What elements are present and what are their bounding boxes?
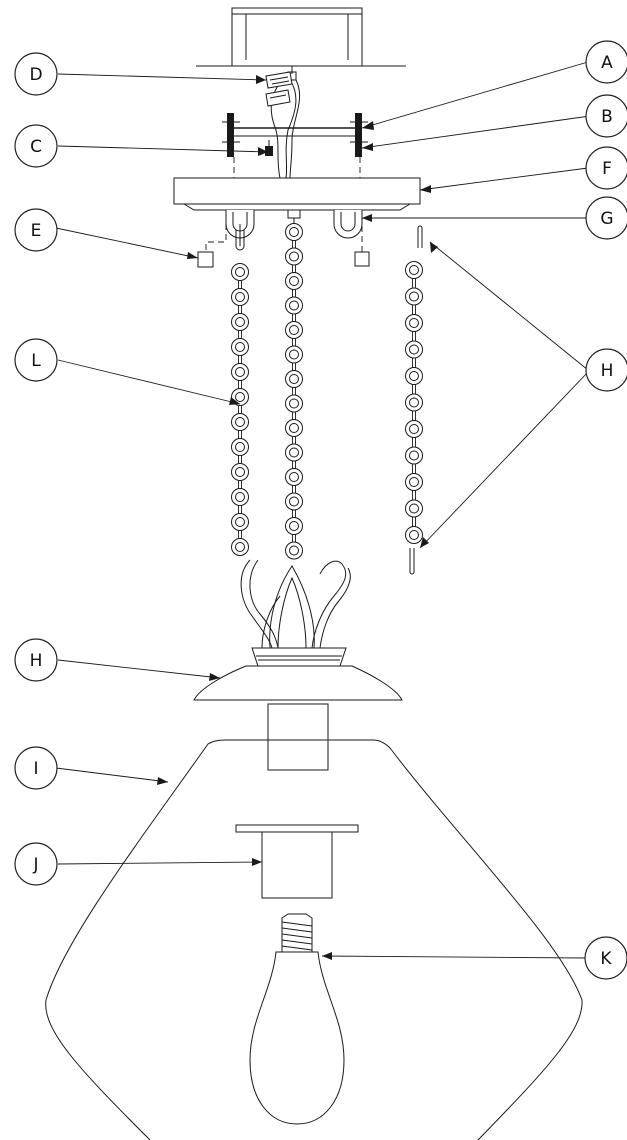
chain-right-spare xyxy=(405,261,423,544)
chain-link xyxy=(285,468,303,494)
ceiling-junction-box xyxy=(196,7,406,67)
chain-link xyxy=(231,288,249,314)
chain-left xyxy=(231,263,249,556)
socket-housing xyxy=(267,703,329,771)
chain-link xyxy=(405,473,423,501)
leader-lines xyxy=(55,61,591,959)
chain-link xyxy=(405,261,423,289)
canopy xyxy=(173,177,421,211)
chain-link xyxy=(285,492,303,518)
callout-B: B xyxy=(585,94,627,138)
chain-link xyxy=(405,314,423,342)
callout-label-F: F xyxy=(602,159,612,179)
callout-A: A xyxy=(585,40,627,84)
callout-L: L xyxy=(14,338,58,382)
chain-link xyxy=(285,394,303,420)
callout-label-I: I xyxy=(33,759,38,779)
callout-H-right: H xyxy=(585,348,627,392)
wire-loops xyxy=(240,559,351,649)
callout-K: K xyxy=(584,936,627,980)
callout-label-G: G xyxy=(600,209,613,229)
chain-link xyxy=(231,513,249,539)
shade-cap xyxy=(193,665,403,701)
callout-J: J xyxy=(14,842,58,886)
chain-link xyxy=(231,313,249,339)
callout-label-E: E xyxy=(31,221,42,241)
chain-link xyxy=(285,272,303,298)
chain-link xyxy=(231,413,249,439)
callout-label-K: K xyxy=(600,949,612,969)
chain-link xyxy=(405,340,423,368)
callout-label-H-right: H xyxy=(601,361,614,381)
chain-link xyxy=(405,446,423,474)
callout-label-L: L xyxy=(31,351,41,371)
chain-link xyxy=(285,370,303,396)
chain-link xyxy=(285,541,303,560)
chain-link xyxy=(285,345,303,371)
callout-label-J: J xyxy=(32,855,38,875)
arrowheads xyxy=(157,75,438,960)
chain-link xyxy=(231,263,249,289)
mounting-crossbar xyxy=(222,113,368,157)
chain-link xyxy=(405,367,423,395)
callout-label-B: B xyxy=(601,107,613,127)
chain-link xyxy=(285,296,303,322)
chain-link xyxy=(285,321,303,347)
loop-collar xyxy=(251,647,347,667)
chain-link xyxy=(285,247,303,273)
callout-I: I xyxy=(14,746,58,790)
wire-connectors xyxy=(265,71,293,107)
light-bulb xyxy=(249,913,345,1125)
chain-link xyxy=(285,517,303,543)
callout-label-D: D xyxy=(29,65,42,85)
chain-link xyxy=(285,223,303,249)
chain-link xyxy=(231,463,249,489)
chain-link xyxy=(405,287,423,315)
chain-link xyxy=(231,538,249,556)
callout-label-A: A xyxy=(601,53,613,73)
chain-link xyxy=(405,526,423,544)
callout-E: E xyxy=(14,208,58,252)
chain-link xyxy=(285,443,303,469)
callout-C: C xyxy=(14,124,58,168)
callout-F: F xyxy=(585,146,627,190)
callout-G: G xyxy=(585,196,627,240)
chain-link xyxy=(405,393,423,421)
chain-link xyxy=(231,338,249,364)
chain-link xyxy=(231,363,249,389)
chain-middle xyxy=(285,223,303,560)
chain-link xyxy=(285,419,303,445)
callout-label-C: C xyxy=(30,137,42,157)
chain-link xyxy=(231,488,249,514)
callout-H-left: H xyxy=(14,638,58,682)
callout-label-H-left: H xyxy=(30,651,43,671)
chain-link xyxy=(405,420,423,448)
glass-shade xyxy=(45,739,583,1140)
callout-D: D xyxy=(14,52,58,96)
chain-link xyxy=(405,499,423,527)
socket-ring xyxy=(235,824,359,899)
chain-link xyxy=(231,438,249,464)
ground-screw xyxy=(265,140,273,156)
